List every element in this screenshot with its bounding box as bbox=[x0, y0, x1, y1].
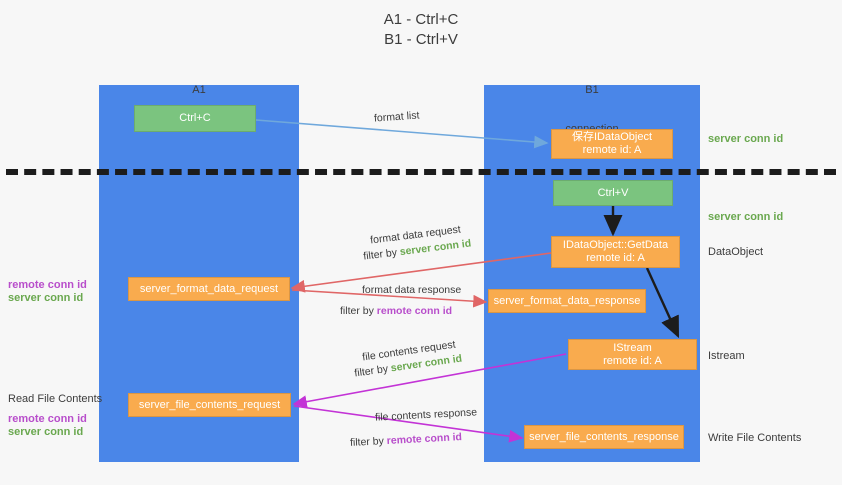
filter-key-remote-conn-id: remote conn id bbox=[386, 431, 463, 447]
label-dataobject: DataObject bbox=[708, 246, 764, 258]
node-save-idataobject-line1: 保存IDataObject bbox=[571, 131, 653, 143]
node-ctrl-v[interactable]: Ctrl+V bbox=[553, 180, 673, 206]
edge-label-format-data-response-text: format data response bbox=[362, 284, 462, 296]
node-save-idataobject-line2: remote id: A bbox=[582, 144, 642, 156]
node-server-format-data-response[interactable]: server_format_data_response bbox=[488, 289, 646, 313]
node-istream-line1: IStream bbox=[613, 341, 652, 354]
label-server-conn-id-upper: server conn id bbox=[8, 292, 84, 304]
node-idataobject-getdata[interactable]: IDataObject::GetData remote id: A bbox=[551, 236, 680, 268]
node-server-file-contents-response-label: server_file_contents_response bbox=[529, 430, 679, 443]
node-server-format-data-request-label: server_format_data_request bbox=[139, 282, 279, 295]
node-ctrl-c-label: Ctrl+C bbox=[179, 112, 211, 124]
node-server-file-contents-request-label: server_file_contents_request bbox=[138, 398, 281, 411]
filter-key-remote-conn-id: remote conn id bbox=[376, 305, 453, 317]
edge-label-format-data-response-filter: filter by remote conn id bbox=[340, 305, 452, 318]
label-read-file-contents: Read File Contents bbox=[8, 393, 103, 405]
phase-divider bbox=[6, 169, 836, 175]
node-server-format-data-request[interactable]: server_format_data_request bbox=[128, 277, 290, 301]
label-server-conn-id-top: server conn id bbox=[708, 133, 784, 145]
edge-label-file-contents-response: file contents response bbox=[375, 406, 478, 424]
edge-label-format-list: format list bbox=[373, 109, 420, 125]
page-title: A1 - Ctrl+C B1 - Ctrl+V bbox=[383, 11, 459, 48]
filter-prefix: filter by bbox=[362, 246, 401, 263]
edge-label-file-contents-response-filter: filter by remote conn id bbox=[350, 431, 463, 450]
column-header-a1-name: A1 bbox=[192, 84, 206, 96]
edge-label-file-contents-response-text: file contents response bbox=[374, 406, 478, 424]
node-ctrl-v-label: Ctrl+V bbox=[597, 186, 629, 199]
node-idataobject-getdata-line1: IDataObject::GetData bbox=[562, 239, 669, 251]
node-istream-line2: remote id: A bbox=[603, 354, 662, 367]
label-write-file-contents: Write File Contents bbox=[708, 432, 802, 444]
node-server-file-contents-request[interactable]: server_file_contents_request bbox=[128, 393, 291, 417]
node-save-idataobject[interactable]: 保存IDataObject remote id: A bbox=[551, 129, 673, 159]
edge-label-format-data-response: format data response bbox=[362, 284, 461, 297]
label-server-conn-id-mid: server conn id bbox=[708, 211, 784, 223]
node-ctrl-c[interactable]: Ctrl+C bbox=[134, 105, 256, 132]
node-server-file-contents-response[interactable]: server_file_contents_response bbox=[524, 425, 684, 449]
filter-prefix: filter by bbox=[353, 362, 392, 380]
node-istream[interactable]: IStream remote id: A bbox=[568, 339, 697, 370]
node-server-format-data-response-label: server_format_data_response bbox=[493, 294, 641, 307]
filter-prefix: filter by bbox=[340, 305, 377, 317]
label-server-conn-id-lower: server conn id bbox=[8, 426, 84, 438]
label-remote-conn-id-upper: remote conn id bbox=[8, 279, 87, 291]
column-header-b1-name: B1 bbox=[585, 84, 599, 96]
node-idataobject-getdata-line2: remote id: A bbox=[586, 252, 645, 264]
label-istream: Istream bbox=[708, 350, 745, 362]
filter-prefix: filter by bbox=[349, 435, 388, 449]
label-remote-conn-id-lower: remote conn id bbox=[8, 413, 87, 425]
